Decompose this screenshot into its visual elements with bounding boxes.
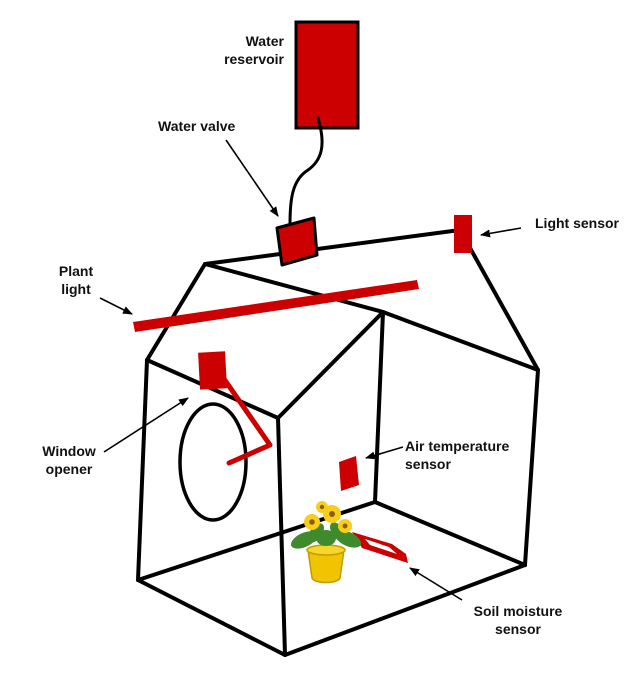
plant-leaves	[290, 522, 362, 549]
label-water-reservoir-line-1: Water	[245, 33, 284, 49]
window-opener-arm	[219, 373, 273, 466]
window-opener-motor	[198, 351, 227, 390]
floor-outline	[136, 563, 527, 657]
water-reservoir-tank	[294, 20, 360, 130]
potted-plant	[290, 501, 362, 584]
label-water-valve: Water valve	[158, 117, 235, 135]
front-corner-post	[276, 416, 287, 657]
plant-pot	[307, 549, 345, 584]
callout-arrows	[99, 139, 522, 601]
arrow-light-sensor	[480, 227, 522, 238]
left-roof-slope	[145, 358, 280, 420]
front-gable	[276, 310, 540, 420]
soil-moisture-sensor-probe-inner	[365, 539, 397, 554]
interior-back-post	[373, 310, 385, 504]
round-window	[178, 402, 248, 522]
water-hose	[288, 116, 324, 226]
arrow-plant-light	[99, 297, 133, 315]
water-valve-box	[275, 216, 319, 267]
arrow-air-temperature-sensor	[365, 446, 404, 460]
label-window-opener-line-2: opener	[45, 461, 93, 477]
arrow-window-opener	[103, 397, 189, 453]
light-sensor-box	[454, 215, 472, 253]
label-water-valve-line-1: Water valve	[158, 118, 236, 134]
label-window-opener: Window opener	[30, 442, 108, 478]
label-light-sensor: Light sensor	[535, 214, 619, 232]
floor-back-edge	[373, 500, 527, 567]
label-air-temperature-sensor-line-1: Air temperature	[405, 438, 510, 454]
arrow-water-valve	[225, 139, 279, 217]
label-air-temperature-sensor-line-2: sensor	[405, 456, 451, 472]
label-soil-moisture-sensor-line-2: sensor	[495, 621, 541, 637]
air-temperature-sensor-box	[339, 456, 359, 491]
left-wall-back-edge	[136, 358, 149, 582]
arrow-soil-moisture-sensor	[409, 567, 463, 601]
label-soil-moisture-sensor-line-1: Soil moisture	[473, 603, 563, 619]
plant-flowers	[304, 501, 352, 533]
plant-pot-rim	[306, 544, 346, 556]
roof-ridge	[203, 262, 385, 314]
label-plant-light-line-2: light	[61, 281, 91, 297]
label-soil-moisture-sensor: Soil moisture sensor	[458, 602, 578, 638]
label-water-reservoir: Water reservoir	[224, 32, 284, 68]
label-plant-light: Plant light	[48, 262, 104, 298]
label-plant-light-line-1: Plant	[58, 263, 94, 279]
label-air-temperature-sensor: Air temperature sensor	[405, 437, 509, 473]
label-light-sensor-line-1: Light sensor	[535, 215, 620, 231]
label-water-reservoir-line-2: reservoir	[224, 51, 284, 67]
label-window-opener-line-1: Window	[42, 443, 96, 459]
plant-light-bar	[133, 280, 419, 332]
